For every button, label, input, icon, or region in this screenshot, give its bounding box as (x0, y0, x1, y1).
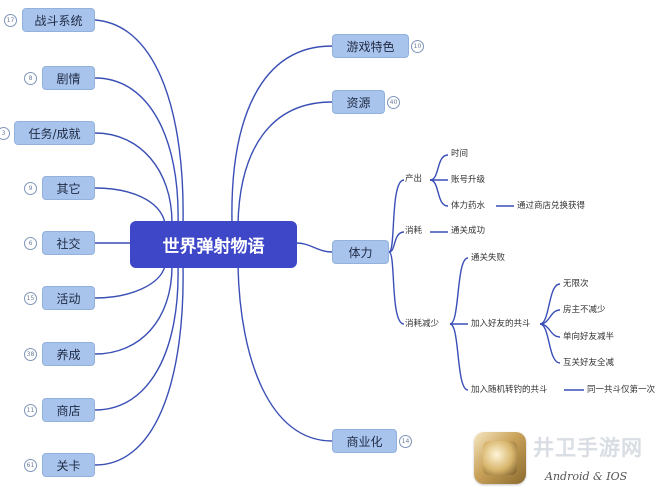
link-stamina-reduce (388, 251, 405, 325)
link-produce-items (429, 154, 449, 181)
count-badge: 61 (24, 459, 37, 472)
link-friend-items (539, 283, 561, 325)
link-reduce-items (449, 257, 469, 325)
link-left-3 (94, 132, 173, 224)
link-right-3 (296, 242, 333, 253)
link-left-9 (94, 265, 184, 466)
count-badge: 14 (399, 435, 412, 448)
leaf-consume-reduce[interactable]: 消耗减少 (405, 319, 440, 329)
count-badge: 15 (24, 292, 37, 305)
count-badge: 8 (24, 72, 37, 85)
link-right-2 (237, 101, 333, 224)
link-left-4 (94, 187, 166, 224)
node-monetization[interactable]: 商业化 (332, 429, 397, 453)
node-quests-achievements[interactable]: 任务/成就 (14, 121, 95, 145)
leaf-host-no-reduce[interactable]: 房主不减少 (563, 305, 606, 315)
leaf-stamina-potion[interactable]: 体力药水 (451, 201, 486, 211)
count-badge: 11 (24, 404, 37, 417)
link-left-1 (94, 19, 184, 224)
leaf-clear-fail[interactable]: 通关失败 (471, 253, 506, 263)
watermark-logo-icon (474, 432, 526, 484)
link-stamina-consume (388, 231, 405, 253)
link-right-4 (237, 265, 333, 442)
node-events[interactable]: 活动 (42, 286, 95, 310)
count-badge: 9 (24, 182, 37, 195)
node-story[interactable]: 剧情 (42, 66, 95, 90)
count-badge: 3 (0, 127, 10, 140)
leaf-produce[interactable]: 产出 (405, 174, 423, 184)
link-stamina-produce (388, 179, 405, 253)
node-other[interactable]: 其它 (42, 176, 95, 200)
leaf-shop-exchange[interactable]: 通过商店兑换获得 (517, 201, 586, 211)
node-shop[interactable]: 商店 (42, 398, 95, 422)
node-social[interactable]: 社交 (42, 231, 95, 255)
node-game-features[interactable]: 游戏特色 (332, 34, 409, 58)
watermark-subtitle: Android & IOS (545, 470, 628, 483)
count-badge: 6 (24, 237, 37, 250)
link-left-2 (94, 77, 179, 224)
node-stamina[interactable]: 体力 (332, 240, 389, 264)
count-badge: 38 (24, 348, 37, 361)
node-progression[interactable]: 养成 (42, 342, 95, 366)
leaf-time[interactable]: 时间 (451, 149, 469, 159)
link-left-6 (94, 265, 166, 299)
leaf-unlimited[interactable]: 无限次 (563, 279, 589, 289)
node-resources[interactable]: 资源 (332, 90, 385, 114)
leaf-oneway-half[interactable]: 单向好友减半 (563, 332, 615, 342)
leaf-mutual-full[interactable]: 互关好友全减 (563, 358, 615, 368)
count-badge: 40 (387, 96, 400, 109)
link-left-7 (94, 265, 173, 355)
watermark-title: 井卫手游网 (533, 436, 643, 460)
leaf-consume[interactable]: 消耗 (405, 226, 423, 236)
count-badge: 10 (411, 40, 424, 53)
count-badge: 17 (4, 14, 17, 27)
root-label: 世界弹射物语 (162, 237, 265, 257)
link-left-8 (94, 265, 179, 411)
leaf-clear-success[interactable]: 通关成功 (451, 226, 486, 236)
node-combat-system[interactable]: 战斗系统 (22, 8, 95, 32)
leaf-friend-coop[interactable]: 加入好友的共斗 (471, 319, 531, 329)
link-right-1 (231, 45, 333, 224)
root-node[interactable]: 世界弹射物语 (130, 221, 297, 268)
leaf-random-coop[interactable]: 加入随机转钓的共斗 (471, 385, 548, 395)
leaf-first-time-only[interactable]: 同一共斗仅第一次 (587, 385, 656, 395)
node-stages[interactable]: 关卡 (42, 453, 95, 477)
leaf-account-levelup[interactable]: 账号升级 (451, 175, 486, 185)
